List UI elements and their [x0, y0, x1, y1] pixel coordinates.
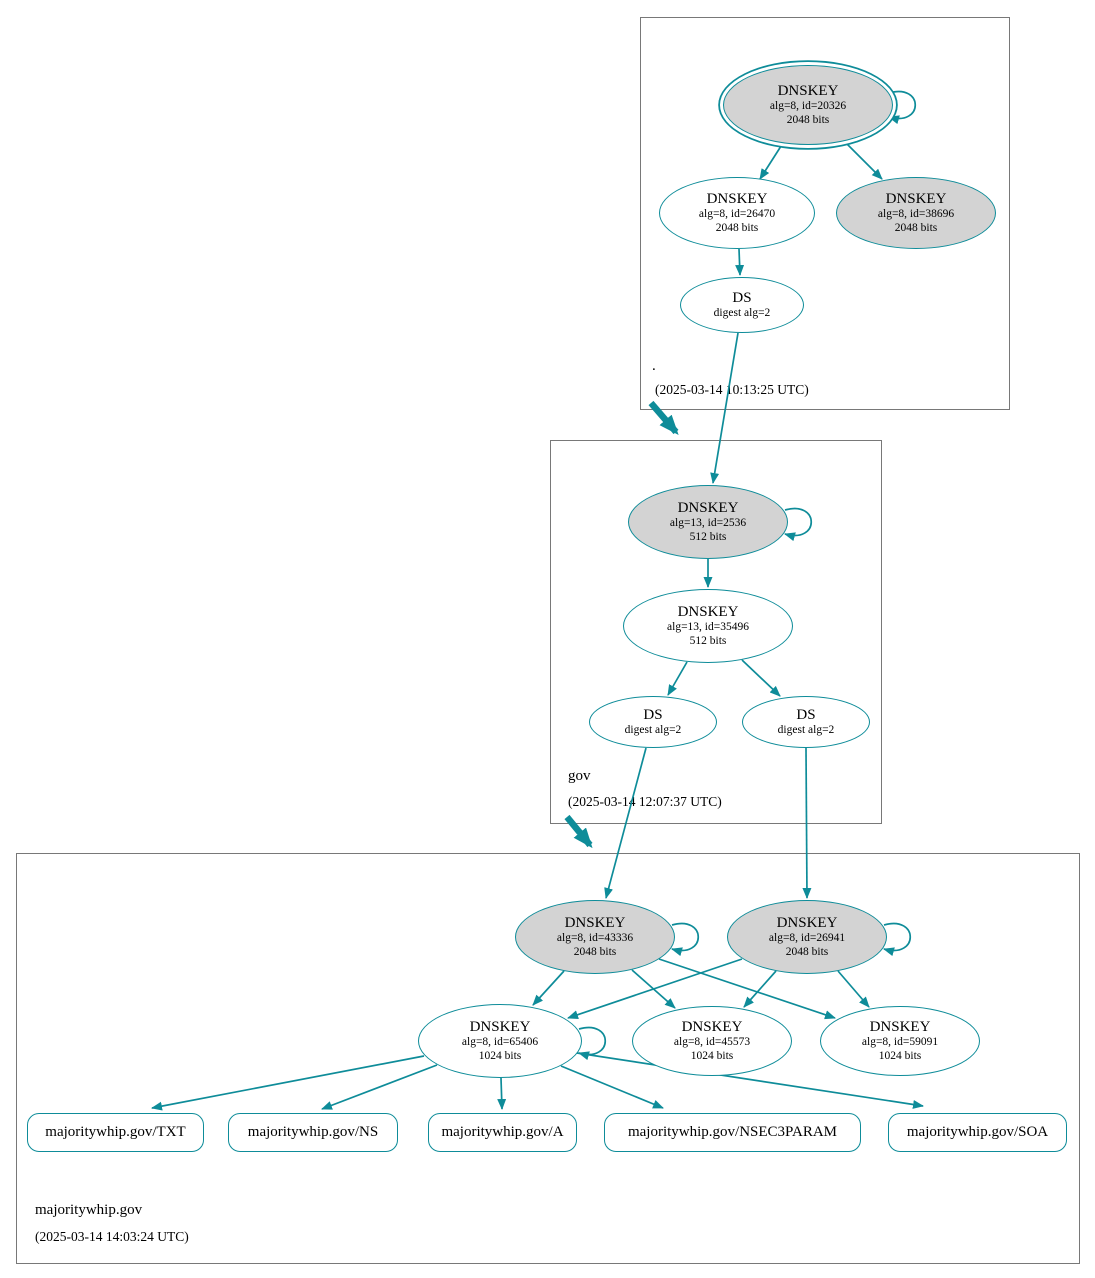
rrset-node-a[interactable]: majoritywhip.gov/A [428, 1113, 577, 1152]
node-meta: digest alg=2 [777, 724, 835, 737]
node-bits: 512 bits [689, 634, 727, 647]
node-type: DNSKEY [677, 500, 739, 517]
node-type: DNSKEY [869, 1019, 931, 1036]
rrset-node-nsec3param[interactable]: majoritywhip.gov/NSEC3PARAM [604, 1113, 861, 1152]
rrset-node-ns[interactable]: majoritywhip.gov/NS [228, 1113, 398, 1152]
dnskey-node-gov-zsk-35496[interactable]: DNSKEY alg=13, id=35496 512 bits [623, 589, 793, 663]
node-meta: alg=8, id=59091 [861, 1036, 939, 1049]
dnskey-node-mw-zsk-65406[interactable]: DNSKEY alg=8, id=65406 1024 bits [418, 1004, 582, 1078]
node-meta: alg=13, id=2536 [669, 517, 747, 530]
dnskey-node-mw-ksk-26941[interactable]: DNSKEY alg=8, id=26941 2048 bits [727, 900, 887, 974]
node-type: DNSKEY [681, 1019, 743, 1036]
node-meta: digest alg=2 [624, 724, 682, 737]
rrset-node-txt[interactable]: majoritywhip.gov/TXT [27, 1113, 204, 1152]
node-bits: 1024 bits [690, 1049, 734, 1062]
dnskey-node-mw-zsk-45573[interactable]: DNSKEY alg=8, id=45573 1024 bits [632, 1006, 792, 1076]
dnskey-node-root-zsk-26470[interactable]: DNSKEY alg=8, id=26470 2048 bits [659, 177, 815, 249]
rrset-node-soa[interactable]: majoritywhip.gov/SOA [888, 1113, 1067, 1152]
zone-label-majoritywhip: majoritywhip.gov [35, 1202, 143, 1218]
node-type: DNSKEY [706, 191, 768, 208]
node-type: DNSKEY [885, 191, 947, 208]
node-meta: alg=8, id=20326 [769, 100, 847, 113]
zone-label-gov: gov [568, 768, 591, 784]
node-bits: 2048 bits [715, 221, 759, 234]
node-bits: 2048 bits [785, 945, 829, 958]
node-meta: alg=8, id=26941 [768, 932, 846, 945]
node-type: DNSKEY [564, 915, 626, 932]
zone-timestamp-gov: (2025-03-14 12:07:37 UTC) [568, 794, 722, 809]
node-type: DNSKEY [776, 915, 838, 932]
ds-node-root[interactable]: DS digest alg=2 [680, 277, 804, 333]
zone-box-majoritywhip: majoritywhip.gov (2025-03-14 14:03:24 UT… [16, 853, 1080, 1264]
dnskey-node-mw-zsk-59091[interactable]: DNSKEY alg=8, id=59091 1024 bits [820, 1006, 980, 1076]
node-type: DNSKEY [677, 604, 739, 621]
node-meta: digest alg=2 [713, 307, 771, 320]
node-bits: 2048 bits [786, 113, 830, 126]
node-meta: alg=8, id=43336 [556, 932, 634, 945]
dnskey-node-gov-ksk-2536[interactable]: DNSKEY alg=13, id=2536 512 bits [628, 485, 788, 559]
node-bits: 512 bits [689, 530, 727, 543]
node-type: DS [732, 289, 752, 306]
node-bits: 1024 bits [878, 1049, 922, 1062]
node-type: DS [796, 706, 816, 723]
node-meta: alg=8, id=65406 [461, 1036, 539, 1049]
zone-timestamp-majoritywhip: (2025-03-14 14:03:24 UTC) [35, 1229, 189, 1244]
zone-timestamp-root: (2025-03-14 10:13:25 UTC) [655, 382, 809, 397]
node-bits: 2048 bits [894, 221, 938, 234]
node-bits: 2048 bits [573, 945, 617, 958]
node-meta: alg=8, id=45573 [673, 1036, 751, 1049]
dnskey-node-mw-ksk-43336[interactable]: DNSKEY alg=8, id=43336 2048 bits [515, 900, 675, 974]
ds-node-gov-1[interactable]: DS digest alg=2 [589, 696, 717, 748]
node-type: DNSKEY [777, 83, 839, 100]
node-bits: 1024 bits [478, 1049, 522, 1062]
node-type: DNSKEY [469, 1019, 531, 1036]
dnskey-node-root-standby-38696[interactable]: DNSKEY alg=8, id=38696 2048 bits [836, 177, 996, 249]
dnskey-node-root-ksk-20326[interactable]: DNSKEY alg=8, id=20326 2048 bits [723, 65, 893, 145]
node-meta: alg=8, id=38696 [877, 208, 955, 221]
node-type: DS [643, 706, 663, 723]
node-meta: alg=13, id=35496 [667, 621, 749, 634]
zone-label-root: . [652, 358, 656, 374]
node-meta: alg=8, id=26470 [698, 208, 776, 221]
ds-node-gov-2[interactable]: DS digest alg=2 [742, 696, 870, 748]
